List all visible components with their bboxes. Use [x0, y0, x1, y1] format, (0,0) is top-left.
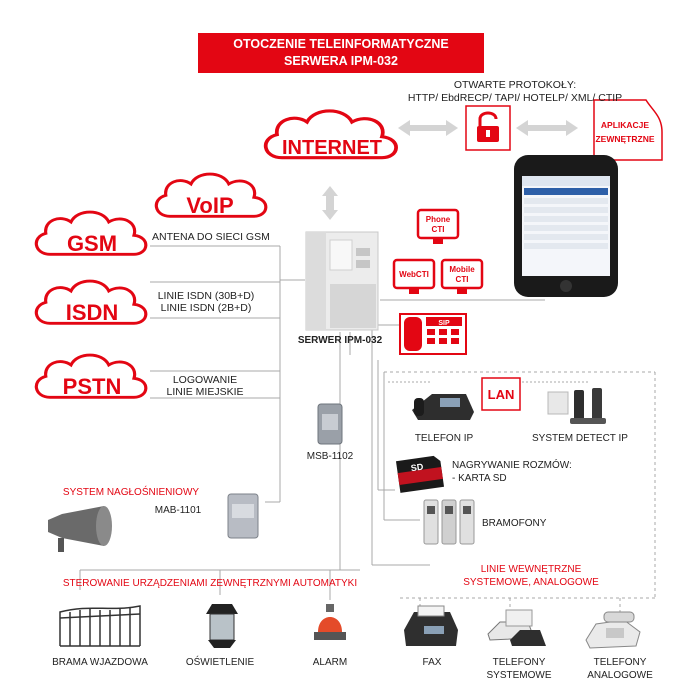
lan-badge-text: LAN	[488, 387, 515, 402]
double-arrow-internet-lock	[398, 120, 458, 136]
diagram-title-line2: SERWERA IPM-032	[284, 54, 398, 68]
server-device	[305, 231, 379, 331]
automation-title: STEROWANIE URZĄDZENIAMI ZEWNĘTRZNYMI AUT…	[63, 578, 357, 589]
analog-phones-icon	[585, 611, 641, 649]
msb-module	[317, 403, 343, 445]
web-cti-label: WebCTI	[399, 270, 429, 279]
megaphone-icon	[48, 506, 112, 552]
doorphones-label: BRAMOFONY	[482, 518, 547, 529]
lock-icon	[465, 105, 511, 151]
detect-ip-label: SYSTEM DETECT IP	[532, 433, 628, 444]
mobile-cti-line2: CTI	[456, 275, 469, 284]
system-phones-icon	[487, 609, 546, 646]
analog-phones-line1: TELEFONY	[594, 657, 647, 668]
paging-title: SYSTEM NAGŁOŚNIENIOWY	[63, 485, 199, 498]
msb-label: MSB-1102	[307, 451, 354, 462]
alarm-icon	[314, 604, 346, 640]
gsm-link-label: ANTENA DO SIECI GSM	[152, 231, 270, 243]
diagram-title-box: OTOCZENIE TELEINFORMATYCZNE SERWERA IPM-…	[198, 33, 484, 73]
fax-label: FAX	[423, 657, 442, 668]
gate-icon	[59, 605, 141, 647]
pstn-link-label-1: LOGOWANIE	[172, 374, 238, 386]
protocols-heading: OTWARTE PROTOKOŁY:	[453, 79, 577, 91]
mobile-cti-line1: Mobile	[449, 265, 475, 274]
phone-cti-line2: CTI	[432, 225, 445, 234]
connection-lines	[79, 245, 656, 612]
recording-line2: - KARTA SD	[452, 473, 507, 484]
web-cti-monitor	[392, 258, 436, 294]
protocol-arrows	[322, 120, 578, 220]
isdn-link-label-1: LINIE ISDN (30B+D)	[157, 290, 255, 302]
sd-card-icon	[395, 455, 445, 493]
doorphones-icon	[423, 499, 475, 545]
analog-phones-line2: ANALOGOWE	[587, 670, 653, 681]
server-label: SERWER IPM-032	[298, 335, 383, 346]
double-arrow-internet-server	[322, 186, 338, 220]
external-apps-box	[593, 99, 663, 161]
phone-cti-line1: Phone	[426, 215, 451, 224]
recording-line1: NAGRYWANIE ROZMÓW:	[452, 458, 572, 471]
pstn-label: PSTN	[63, 374, 122, 399]
isdn-link-label-2: LINIE ISDN (2B+D)	[160, 302, 252, 314]
lan-badge	[481, 377, 521, 411]
gate-label: BRAMA WJAZDOWA	[52, 657, 148, 668]
mobile-cti-monitor	[440, 258, 484, 294]
voip-label: VoIP	[186, 193, 233, 218]
double-arrow-lock-apps	[516, 120, 578, 136]
ip-phone-icon	[412, 394, 474, 420]
external-apps-line2: ZEWNĘTRZNE	[595, 134, 654, 144]
smartphone-icon	[514, 155, 618, 297]
system-phones-line2: SYSTEMOWE	[486, 670, 551, 681]
lamp-icon	[206, 604, 238, 648]
light-label: OŚWIETLENIE	[186, 655, 255, 668]
sd-card-text: SD	[410, 461, 424, 473]
sip-label: SIP	[438, 320, 450, 327]
ip-phone-label: TELEFON IP	[415, 433, 474, 444]
mab-module	[227, 493, 259, 539]
sip-phone-icon	[399, 313, 467, 355]
gsm-label: GSM	[67, 231, 117, 256]
paging-module-label: MAB-1101	[155, 505, 202, 516]
phone-cti-monitor	[416, 208, 460, 244]
isdn-label: ISDN	[66, 300, 119, 325]
protocols-list: HTTP/ EbdRECP/ TAPI/ HOTELP/ XML/ CTIP	[407, 92, 623, 104]
internal-lines-title-line2: SYSTEMOWE, ANALOGOWE	[463, 577, 599, 588]
detect-ip-icon	[547, 388, 606, 424]
internal-lines-title-line1: LINIE WEWNĘTRZNE	[481, 564, 582, 575]
external-apps-line1: APLIKACJE	[601, 120, 650, 130]
system-phones-line1: TELEFONY	[493, 657, 546, 668]
fax-icon	[404, 605, 458, 646]
internet-label: INTERNET	[282, 137, 382, 159]
pstn-link-label-2: LINIE MIEJSKIE	[166, 386, 244, 398]
diagram-title-line1: OTOCZENIE TELEINFORMATYCZNE	[233, 37, 449, 51]
alarm-label: ALARM	[313, 657, 347, 668]
